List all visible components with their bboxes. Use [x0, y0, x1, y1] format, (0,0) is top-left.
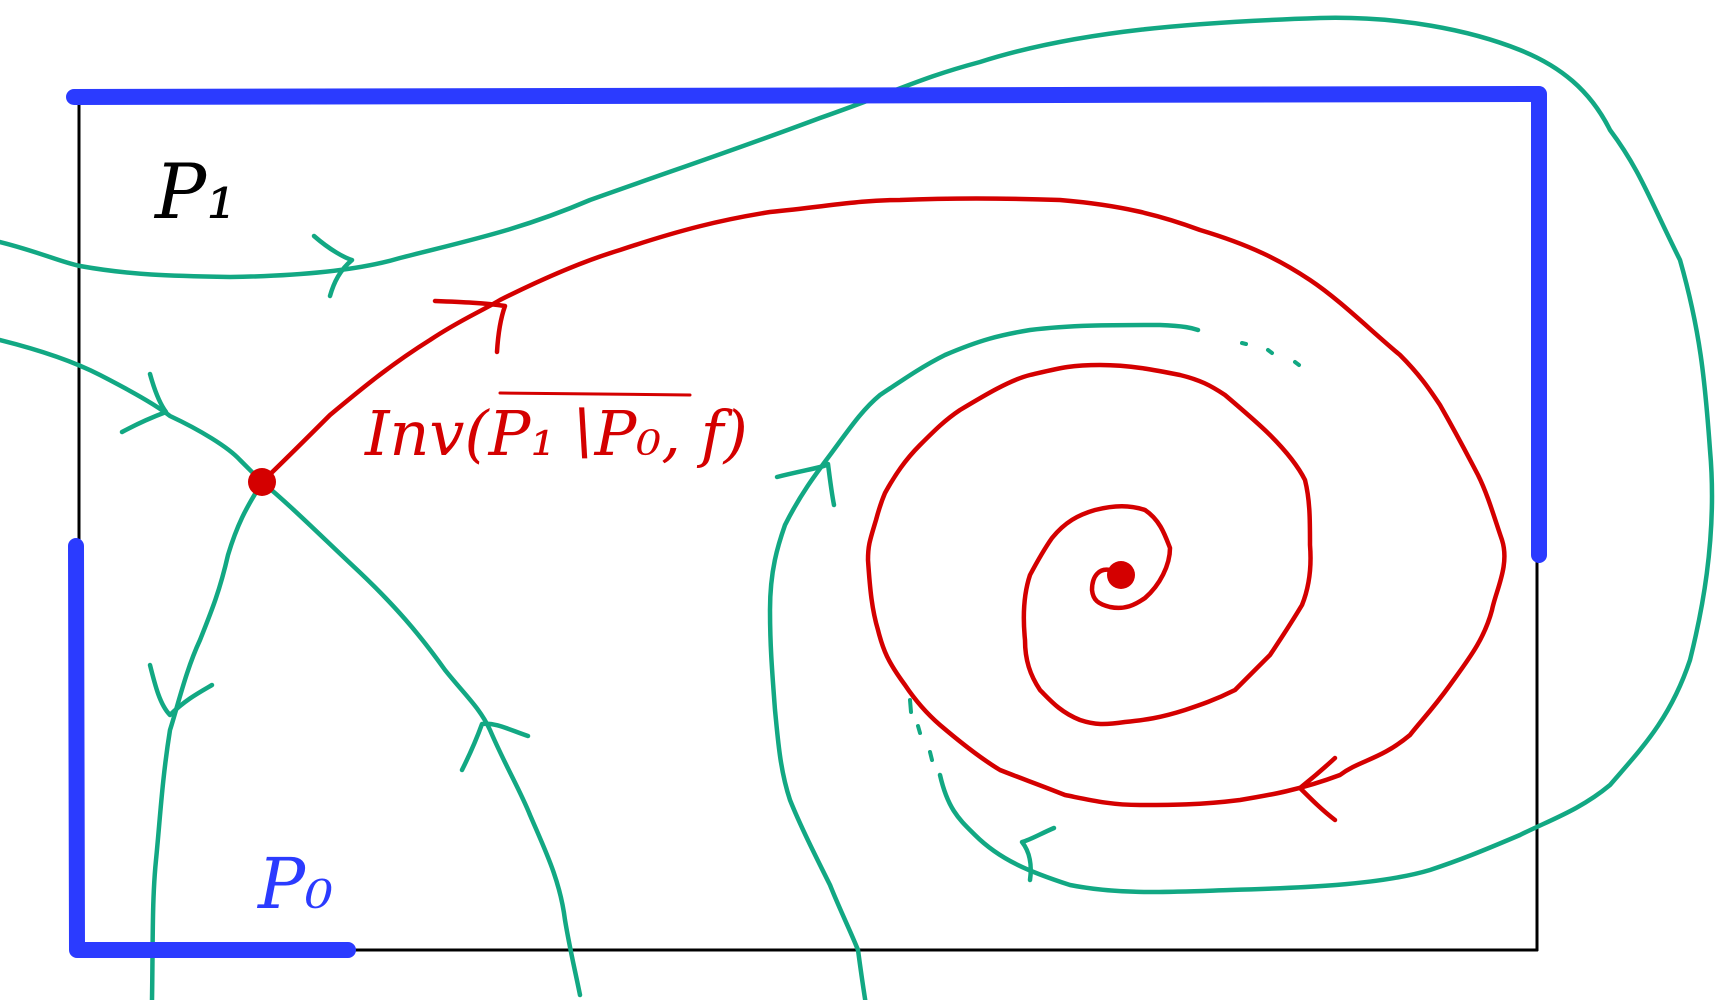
flow-line-saddle-down-left — [149, 479, 265, 1000]
flow-lines — [0, 15, 1715, 1000]
exit-set-bottom-left — [68, 538, 356, 958]
flow-line-saddle-down-right — [259, 479, 583, 998]
exit-set-top-right — [66, 86, 1547, 563]
flow-line-outer-loop — [0, 15, 1715, 895]
flow-line-outer-arrowhead — [311, 233, 355, 299]
flow-line-outer-lower-arrowhead — [1019, 825, 1057, 883]
exit-set-p0 — [66, 86, 1547, 958]
flow-line-incoming-arrowhead — [119, 371, 169, 435]
unstable-manifold-spiral — [259, 196, 1507, 808]
label-p1: P₁ — [153, 147, 237, 236]
flow-line-spiral-outer-arrowhead — [774, 461, 837, 508]
saddle-fixed-point — [248, 468, 276, 496]
unstable-manifold-arrowhead-lower — [1297, 755, 1338, 823]
flow-line-incoming-to-saddle — [0, 337, 265, 485]
flow-line-saddle-down-left-arrowhead — [147, 662, 215, 718]
sink-fixed-point — [1107, 561, 1135, 589]
flow-line-spiral-outer-dots — [1240, 341, 1301, 367]
flow-line-spiral-outer — [767, 322, 1201, 1000]
flow-line-spiral-inner-dots — [908, 698, 934, 762]
invariant-set — [248, 196, 1507, 823]
flow-line-saddle-down-right-arrowhead — [459, 721, 531, 773]
rectangle-boundary — [77, 95, 1539, 952]
closure-overline — [498, 391, 692, 397]
unstable-manifold-arrowhead-upper — [432, 298, 508, 355]
label-p0: P₀ — [256, 843, 333, 925]
label-invariant-set: Inv(P₁∖P₀, f) — [364, 397, 748, 470]
